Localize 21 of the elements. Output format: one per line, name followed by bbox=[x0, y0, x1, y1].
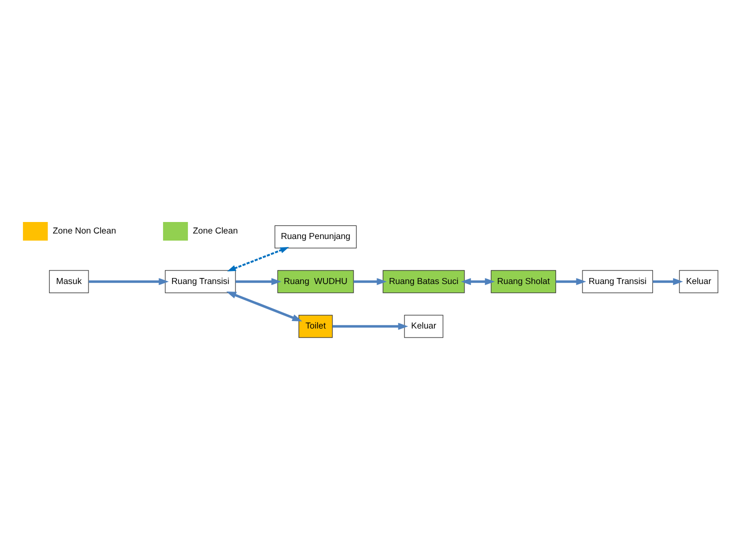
node-box: Ruang Penunjang bbox=[274, 225, 357, 248]
arrow bbox=[227, 247, 290, 272]
node-box: Masuk bbox=[49, 270, 89, 294]
legend-label: Zone Non Clean bbox=[52, 226, 116, 236]
arrow bbox=[460, 278, 495, 286]
arrow bbox=[88, 278, 169, 286]
node-box: Ruang WUDHU bbox=[277, 270, 354, 294]
legend-label: Zone Clean bbox=[192, 226, 238, 236]
node-box: Toilet bbox=[298, 314, 333, 338]
node-box: Ruang Sholat bbox=[490, 270, 556, 294]
arrow bbox=[556, 278, 586, 286]
node-box: Keluar bbox=[679, 270, 718, 294]
arrow bbox=[652, 278, 684, 286]
node-box: Keluar bbox=[404, 314, 444, 338]
node-box: Ruang Transisi bbox=[582, 270, 653, 294]
arrow bbox=[332, 322, 408, 330]
arrow bbox=[354, 278, 387, 286]
arrow bbox=[226, 292, 302, 322]
node-box: Ruang Transisi bbox=[164, 270, 236, 294]
node-box: Ruang Batas Suci bbox=[382, 270, 465, 294]
arrow bbox=[235, 278, 282, 286]
